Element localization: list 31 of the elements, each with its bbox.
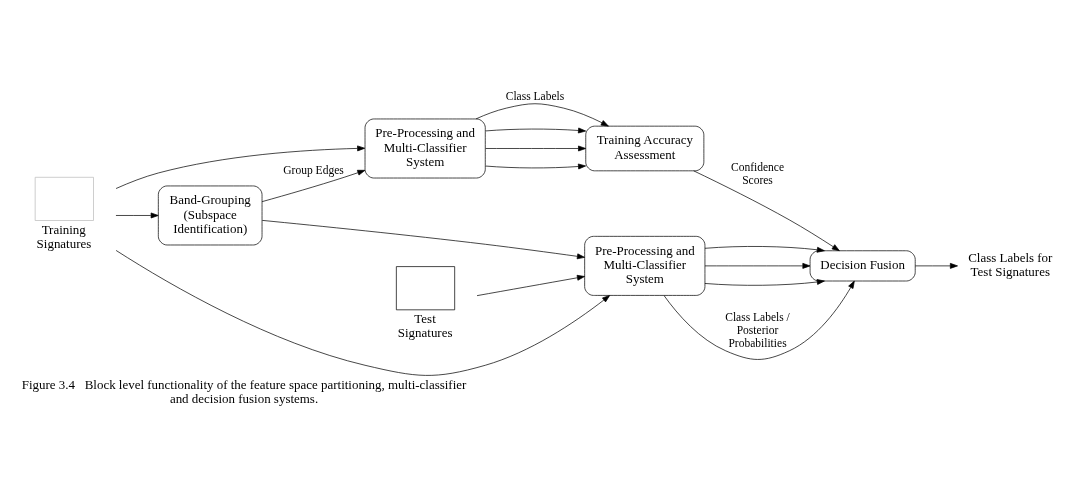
arrow (476, 274, 585, 296)
node-box: Pre-Processing and Multi-Classifier System (584, 235, 706, 296)
arrow (704, 262, 811, 269)
arrow (115, 212, 159, 218)
node-box: Training Accuracy Assessment (585, 125, 705, 171)
node-box (34, 176, 94, 221)
edge-label: Class Labels / Posterior Probabilities (725, 310, 790, 349)
node-box (396, 265, 456, 310)
node-label: Training Signatures (36, 221, 92, 251)
caption: Figure 3.4 Block level functionality of the feature space partitioning, multi-classifier and decision fusion systems. (21, 376, 467, 406)
arrow (115, 249, 611, 376)
node-label: Test Signatures (397, 310, 453, 340)
arrow (485, 163, 587, 169)
arrow (693, 170, 840, 251)
node-box: Decision Fusion (809, 249, 916, 281)
arrow (485, 127, 587, 133)
edge-label: Confidence Scores (730, 160, 785, 186)
arrow (663, 280, 855, 360)
arrow (485, 145, 587, 151)
arrow (475, 102, 609, 126)
arrow (704, 245, 825, 253)
edge-label: Class Labels (505, 89, 565, 102)
arrow (704, 278, 825, 286)
node-box: Band-Grouping (Subspace Identification) (157, 185, 263, 245)
arrow (261, 169, 366, 202)
arrow (914, 262, 958, 269)
arrow (115, 145, 366, 189)
node-text: Class Labels for Test Signatures (968, 249, 1053, 279)
arrow (261, 219, 585, 259)
edge-label: Group Edges (283, 163, 344, 176)
node-box: Pre-Processing and Multi-Classifier System (364, 118, 486, 178)
